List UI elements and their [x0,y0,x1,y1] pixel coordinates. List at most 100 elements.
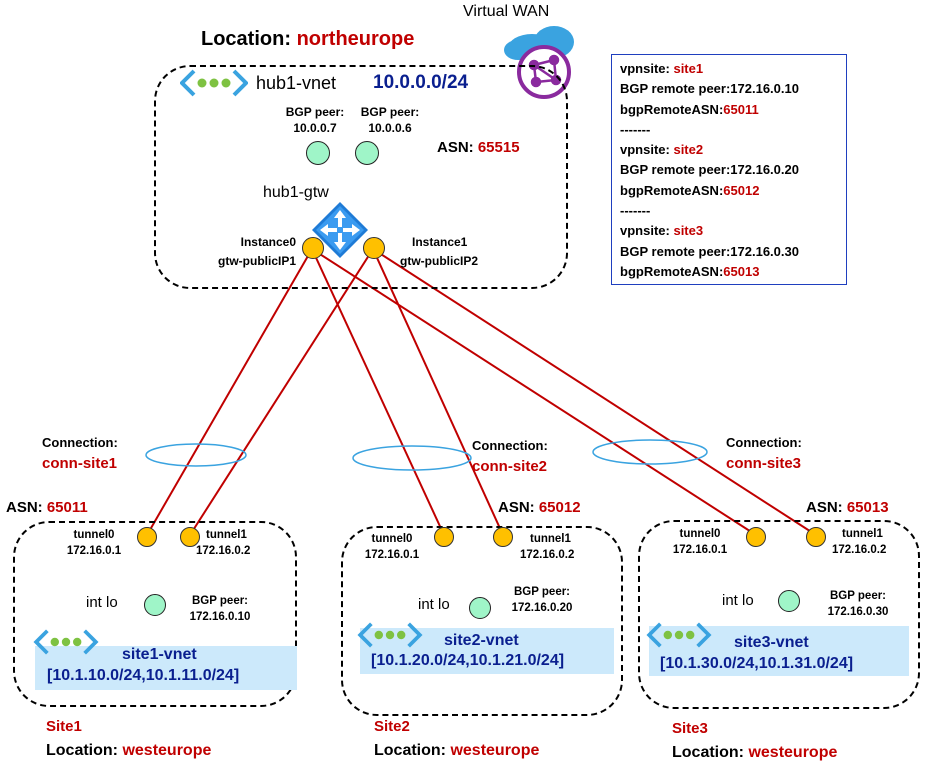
hub-vnet-prefix: 10.0.0.0/24 [373,72,469,93]
site3-int-lo: int lo [722,592,754,609]
site1-location-value: westeurope [122,742,212,759]
site1-tunnel0-dot [137,527,157,547]
connection-label-site3-title: Connection: [726,435,802,450]
site1-bgp-ip: 172.16.0.10 [189,611,251,623]
legend-site3-asn-value: 65013 [723,263,760,279]
site3-boundary [638,520,920,709]
connection-ellipse-site1 [145,443,247,467]
connection-label-site2-title: Connection: [472,438,548,453]
site3-tunnel1-ip: 172.16.0.2 [832,544,887,556]
site2-location: Location: westeurope [374,742,540,759]
hub-asn: ASN: 65515 [437,139,520,156]
hub-instance-1-name: Instance1 [412,235,468,249]
legend-site2-name: site2 [673,142,704,158]
legend-site2-asn-value: 65012 [723,182,760,198]
site3-name: Site3 [672,720,708,737]
site2-bgp-ip: 172.16.0.20 [511,602,573,614]
hub-bgp-peer-1-label: BGP peer: [360,105,420,119]
legend-site3-name: site3 [673,223,704,239]
site1-asn-value: 65011 [46,499,88,516]
legend-separator: ------- [620,203,651,219]
site2-asn-value: 65012 [538,499,581,516]
site1-tunnel1-ip: 172.16.0.2 [196,545,251,557]
site1-int-lo: int lo [86,594,118,611]
site3-location-value: westeurope [748,744,838,761]
site1-vnet-prefixes: [10.1.10.0/24,10.1.11.0/24] [47,667,240,684]
legend-site2-vpnsite: vpnsite: site2 [620,142,704,158]
site1-tunnel0-ip: 172.16.0.1 [66,545,122,557]
tunnel-line-site1-t0 [146,248,313,536]
site3-asn: ASN: 65013 [806,499,889,516]
legend-site2-asn: bgpRemoteASN:65012 [620,182,760,198]
legend-site1-asn-value: 65011 [723,101,759,117]
site3-tunnel0-dot [746,527,766,547]
site1-name: Site1 [46,718,82,735]
site3-lo-dot [778,590,800,612]
legend-site1-peer: BGP remote peer:172.16.0.10 [620,81,799,97]
hub-location: Location: northeurope [201,28,414,51]
site2-bgp-peer: BGP peer:172.16.0.20 [502,584,582,616]
connection-label-site2-name: conn-site2 [472,458,548,475]
site1-tunnel1-dot [180,527,200,547]
vpn-gateway-icon [310,200,370,265]
hub-bgp-peer-1: BGP peer: 10.0.0.6 [355,104,425,136]
hub-bgp-peer-0-dot [306,141,330,165]
hub-bgp-peer-1-dot [355,141,379,165]
vnet-icon [179,68,249,103]
site1-boundary [13,521,297,707]
site1-location: Location: westeurope [46,742,212,759]
hub-asn-label: ASN: [437,139,474,156]
legend-site3-vpnsite: vpnsite: site3 [620,223,704,239]
site3-vnet-prefixes: [10.1.30.0/24,10.1.31.0/24] [660,655,854,672]
site1-lo-dot [144,594,166,616]
hub-gateway-name: hub1-gtw [263,184,329,201]
hub-instance-0-name: Instance0 [240,235,296,249]
site2-name: Site2 [374,718,410,735]
site2-tunnel1-ip: 172.16.0.2 [520,549,575,561]
hub-vnet-boundary [154,65,568,289]
vnet-icon [646,621,712,654]
tunnel-line-site3-t0 [311,248,757,536]
connection-label-site1-name: conn-site1 [42,455,118,472]
legend-site3-asn: bgpRemoteASN:65013 [620,263,760,279]
connection-label-site3-name: conn-site3 [726,455,802,472]
hub-bgp-peer-0: BGP peer: 10.0.0.7 [280,104,350,136]
hub-instance1-dot [363,237,385,259]
legend-site1-asn: bgpRemoteASN:65011 [620,101,759,117]
hub-location-label: Location: [201,28,291,50]
site1-bgp-peer: BGP peer:172.16.0.10 [180,593,260,625]
vpnsite-legend: vpnsite: site1 BGP remote peer:172.16.0.… [611,54,847,285]
site2-lo-dot [469,597,491,619]
site2-asn: ASN: 65012 [498,499,581,516]
connection-ellipse-site2 [352,445,472,471]
site2-location-value: westeurope [450,742,540,759]
hub-bgp-peer-0-label: BGP peer: [285,105,345,119]
site2-tunnel0-ip: 172.16.0.1 [364,549,420,561]
hub-instance-1: Instance1 gtw-publicIP2 [392,233,492,271]
hub-instance-0-ip: gtw-publicIP1 [218,254,296,268]
site2-tunnel0-dot [434,527,454,547]
legend-site1-vpnsite: vpnsite: site1 [620,61,704,76]
site1-vnet-band [35,646,297,690]
vnet-icon [33,628,99,661]
site3-bgp-ip: 172.16.0.30 [827,606,889,618]
connection-label-site1-title: Connection: [42,435,118,450]
hub-bgp-peer-0-ip: 10.0.0.7 [293,121,337,135]
site3-tunnel0-ip: 172.16.0.1 [672,544,728,556]
hub-instance-1-ip: gtw-publicIP2 [400,254,478,268]
tunnel-line-site2-t0 [311,248,445,536]
legend-separator: ------- [620,121,651,137]
legend-site1-name: site1 [673,61,704,76]
virtual-wan-label: Virtual WAN [463,3,550,20]
site3-tunnel1-dot [806,527,826,547]
site2-tunnel1-dot [493,527,513,547]
connection-label-site3: Connection: conn-site3 [726,432,802,474]
legend-site2-peer: BGP remote peer:172.16.0.20 [620,162,799,178]
